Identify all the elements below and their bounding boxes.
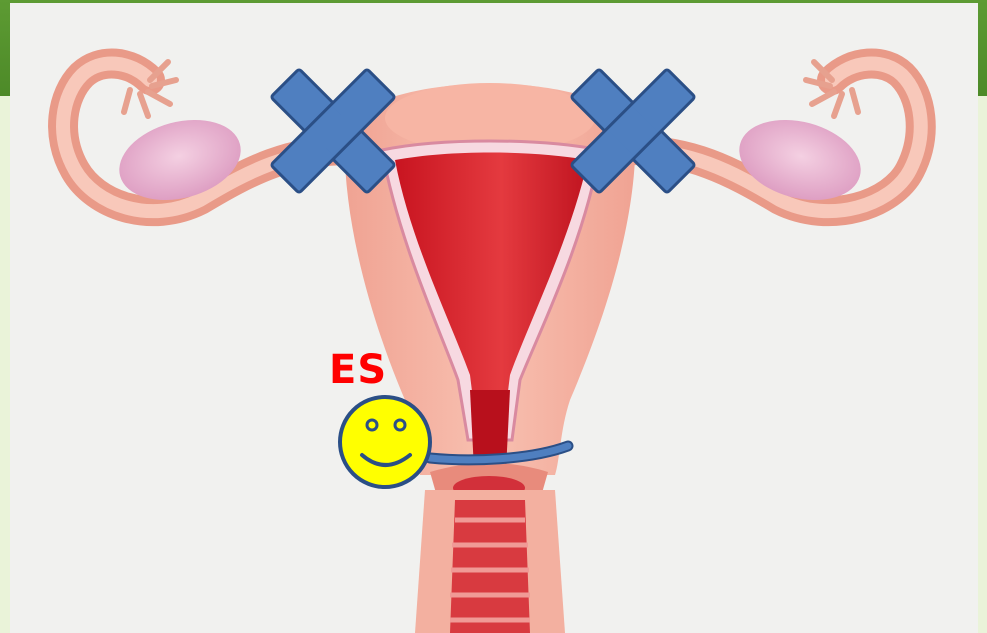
sperm-label: ES [329,350,387,390]
